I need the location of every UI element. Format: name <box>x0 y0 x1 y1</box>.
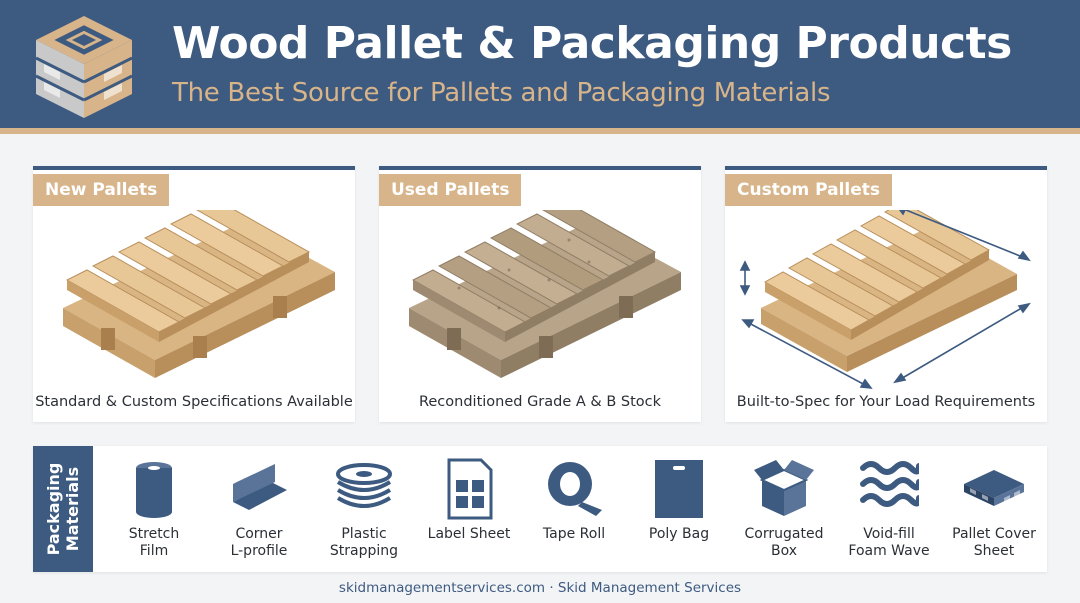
material-pallet-cover[interactable]: Pallet Cover Sheet <box>944 458 1044 568</box>
materials-side-bar: Packaging Materials <box>33 446 93 572</box>
card-tag-used: Used Pallets <box>379 174 522 206</box>
foam-wave-icon <box>860 461 919 507</box>
box-icon <box>754 460 814 516</box>
material-label: Label Sheet <box>427 526 511 542</box>
material-label: Stretch Film <box>128 526 180 559</box>
material-corrugated-box[interactable]: Corrugated Box <box>734 458 834 568</box>
material-poly-bag[interactable]: Poly Bag <box>629 458 729 568</box>
card-caption-custom: Built-to-Spec for Your Load Requirements <box>736 394 1036 410</box>
page-title: Wood Pallet & Packaging Products <box>172 18 1012 69</box>
packaging-materials-panel: Packaging Materials Stretch Film Corner … <box>33 446 1047 572</box>
strapping-icon <box>336 463 392 508</box>
card-tag-custom: Custom Pallets <box>725 174 893 206</box>
card-caption-used: Reconditioned Grade A & B Stock <box>418 394 662 410</box>
pallet-cover-icon <box>964 470 1024 506</box>
label-sheet-icon <box>447 458 493 520</box>
corner-profile-icon <box>233 464 287 510</box>
new-pallet-image <box>63 210 335 378</box>
page-subtitle: The Best Source for Pallets and Packagin… <box>172 78 831 108</box>
tape-roll-icon <box>548 462 602 516</box>
card-used-pallets[interactable]: Used Pallets Reconditioned Grade A & B S… <box>379 166 701 422</box>
header-banner: Wood Pallet & Packaging Products The Bes… <box>0 0 1080 134</box>
custom-pallet-image <box>739 210 1031 389</box>
company-logo <box>35 16 133 118</box>
card-custom-pallets[interactable]: Custom Pallets B <box>725 166 1047 422</box>
material-label: Pallet Cover Sheet <box>952 526 1036 559</box>
material-plastic-strapping[interactable]: Plastic Strapping <box>314 458 414 568</box>
material-label: Tape Roll <box>542 526 606 542</box>
material-corner-profile[interactable]: Corner L-profile <box>209 458 309 568</box>
material-void-fill-foam[interactable]: Void-fill Foam Wave <box>839 458 939 568</box>
material-label: Poly Bag <box>648 526 710 542</box>
material-label: Void-fill Foam Wave <box>848 526 930 559</box>
card-tag-new: New Pallets <box>33 174 170 206</box>
card-new-pallets[interactable]: New Pallets Standard & Custom Specificat… <box>33 166 355 422</box>
used-pallet-image <box>409 210 681 378</box>
material-tape-roll[interactable]: Tape Roll <box>524 458 624 568</box>
card-caption-new: Standard & Custom Specifications Availab… <box>35 394 353 410</box>
footer-text[interactable]: skidmanagementservices.com · Skid Manage… <box>338 580 742 596</box>
material-label: Plastic Strapping <box>329 526 399 559</box>
material-label: Corner L-profile <box>230 526 288 559</box>
poly-bag-icon <box>655 460 703 518</box>
material-label-sheet[interactable]: Label Sheet <box>419 458 519 568</box>
stretch-film-icon <box>136 462 172 518</box>
material-stretch-film[interactable]: Stretch Film <box>104 458 204 568</box>
materials-heading: Packaging Materials <box>44 462 82 556</box>
material-label: Corrugated Box <box>744 526 824 559</box>
